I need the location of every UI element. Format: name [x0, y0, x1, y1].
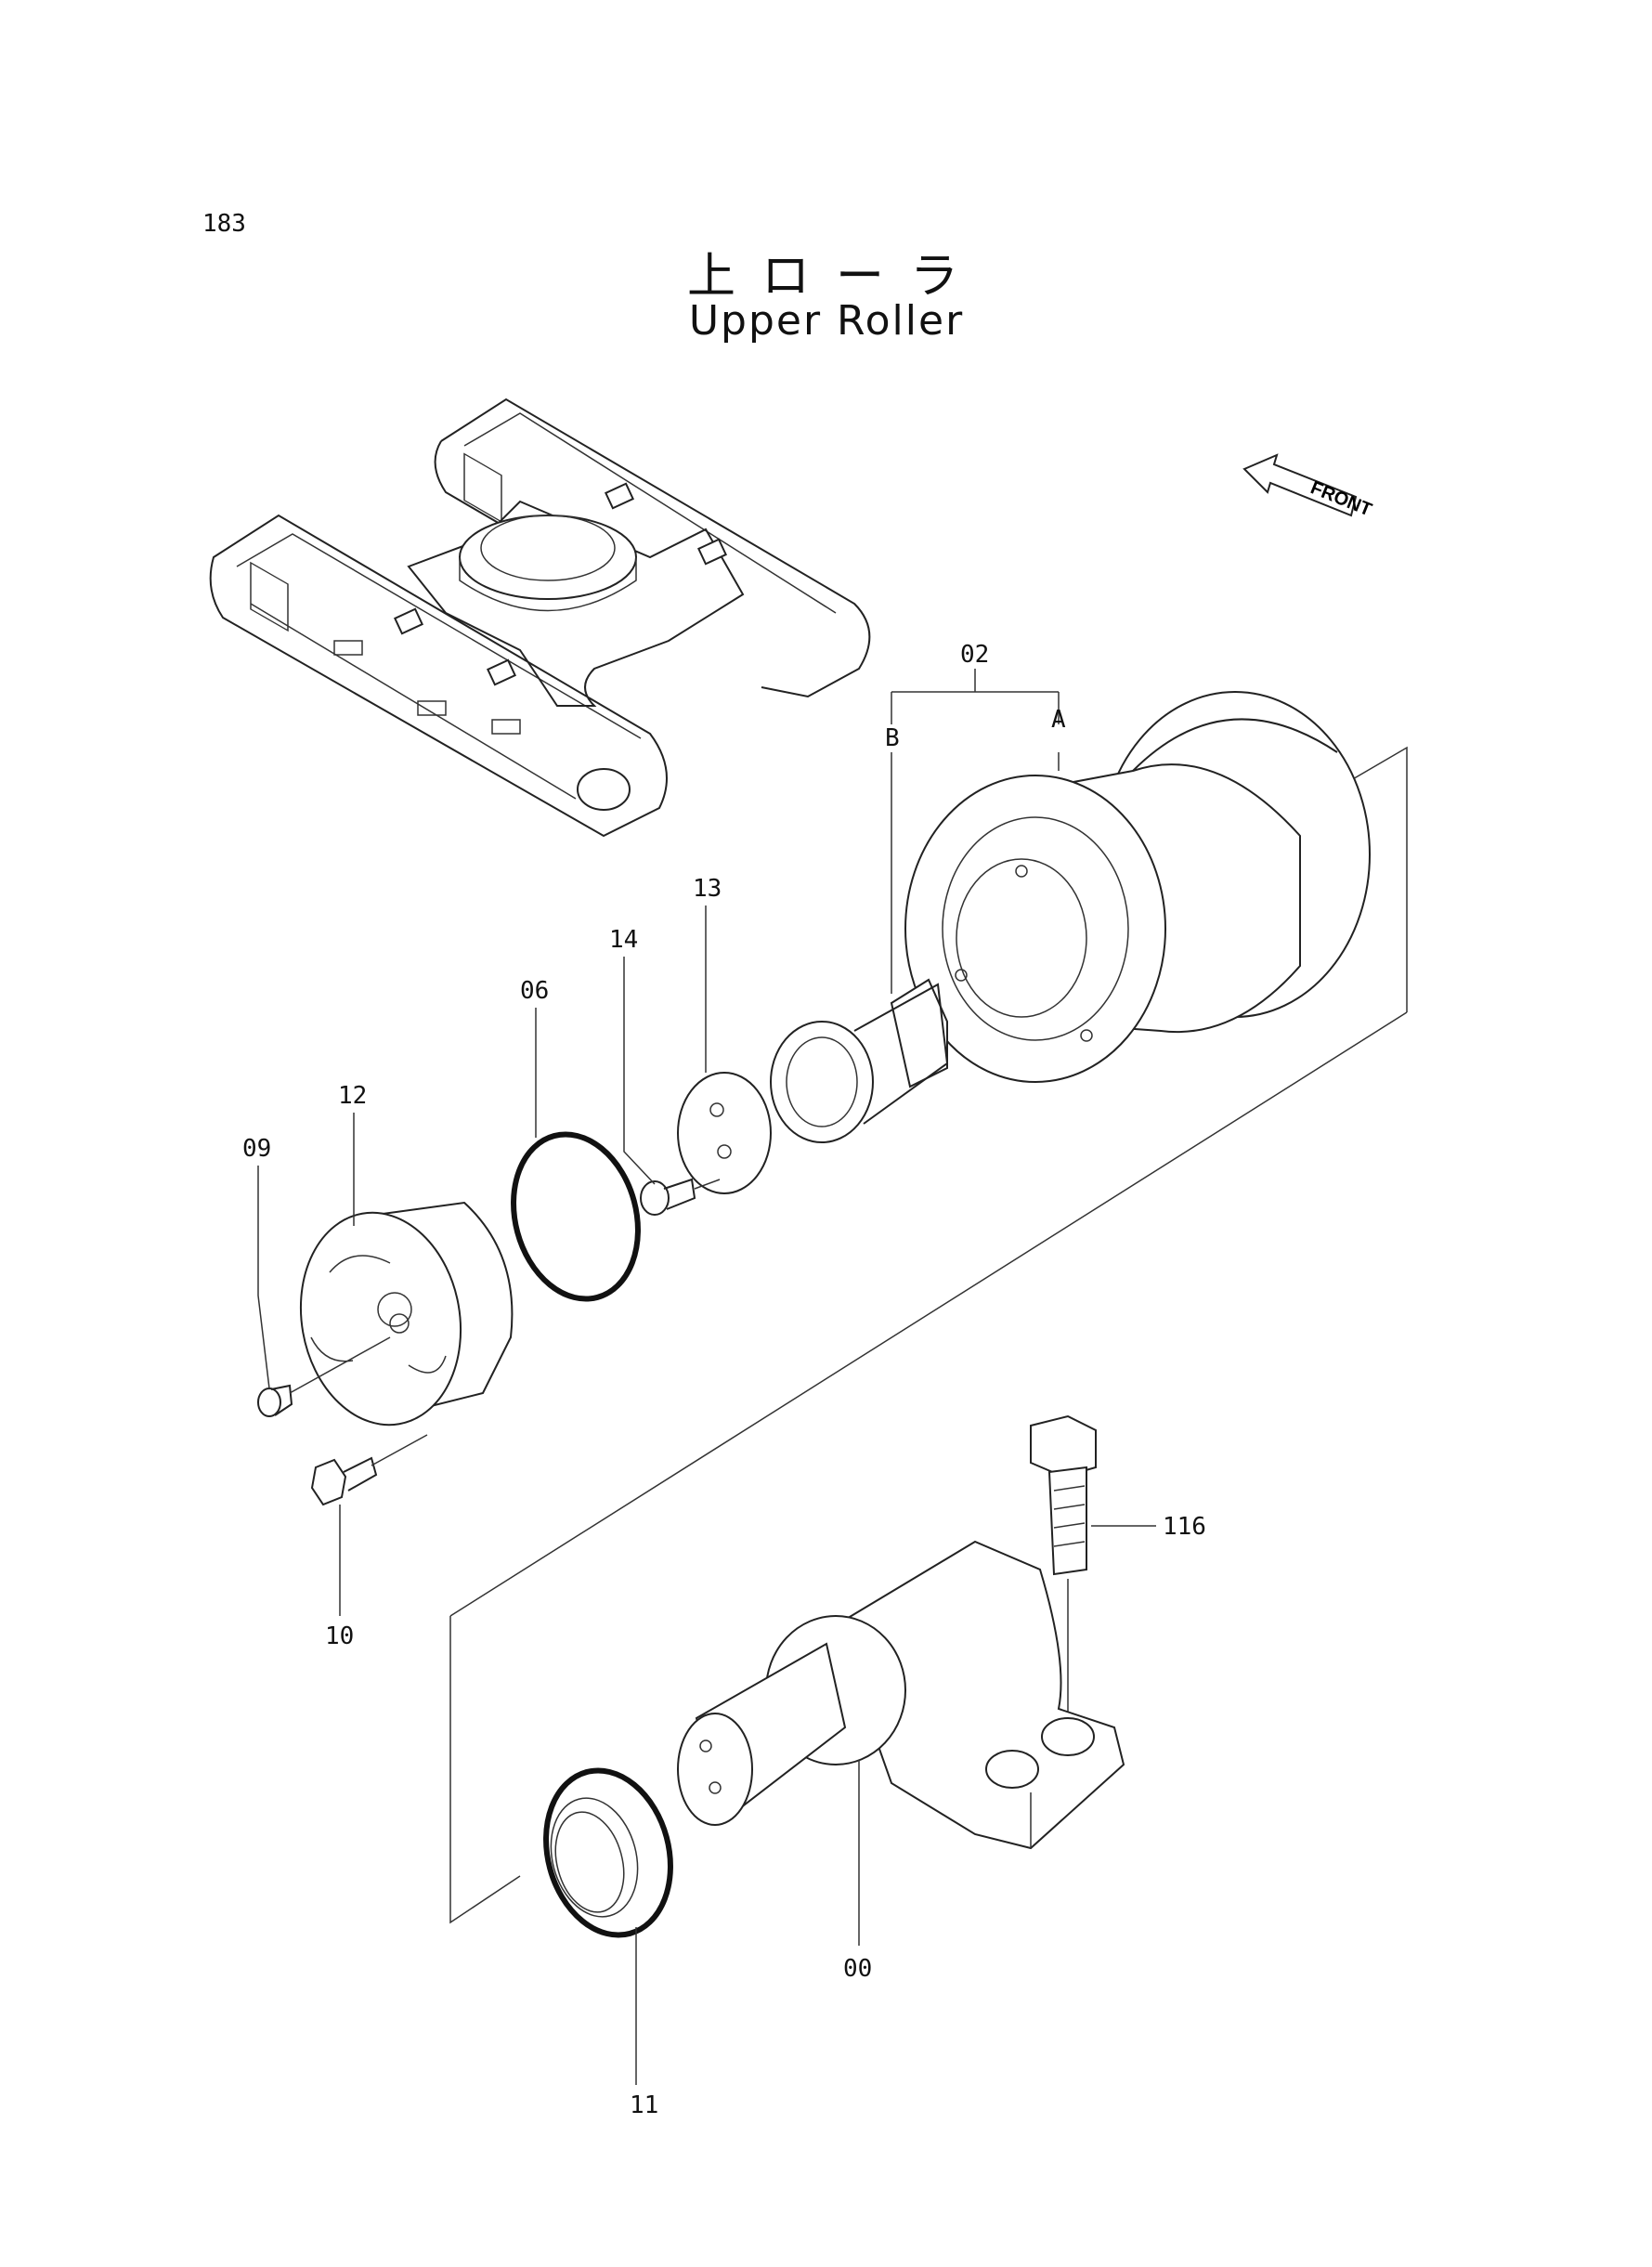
callout-06: 06	[520, 977, 549, 1005]
callout-00: 00	[843, 1955, 872, 1983]
callout-labels: 02 A B 13 14 06 12 09 10 116 00 11	[242, 641, 1206, 2119]
assembly-frame-lines	[449, 746, 1408, 1924]
floating-seal	[543, 1767, 673, 1938]
cover	[299, 1201, 514, 1427]
callout-116: 116	[1163, 1513, 1206, 1541]
thrust-plate	[677, 1072, 772, 1194]
front-label: FRONT	[1307, 477, 1374, 520]
callout-B: B	[885, 724, 900, 752]
bolt	[310, 1434, 428, 1506]
front-direction-arrow: FRONT	[1242, 453, 1374, 520]
mounting-bolt	[1030, 1414, 1097, 1737]
page-number: 183	[202, 210, 246, 238]
callout-12: 12	[338, 1082, 367, 1110]
o-ring	[511, 1131, 641, 1302]
callout-10: 10	[325, 1622, 354, 1650]
plug	[257, 1336, 391, 1417]
callout-A: A	[1051, 706, 1066, 734]
callout-09: 09	[242, 1135, 271, 1163]
shaft-bracket	[677, 1540, 1125, 1850]
callout-02: 02	[960, 641, 989, 669]
callout-13: 13	[693, 875, 722, 903]
callout-11: 11	[630, 2091, 658, 2119]
roller-body	[904, 691, 1371, 1083]
title-english: Upper Roller	[688, 297, 965, 345]
callout-14: 14	[609, 926, 638, 954]
roller-marker	[393, 482, 728, 686]
plug-screw	[640, 1178, 721, 1216]
title-japanese: 上ローラ	[686, 249, 984, 305]
bushing	[770, 978, 949, 1143]
leader-lines	[257, 669, 1156, 2085]
undercarriage-illustration	[209, 397, 871, 838]
